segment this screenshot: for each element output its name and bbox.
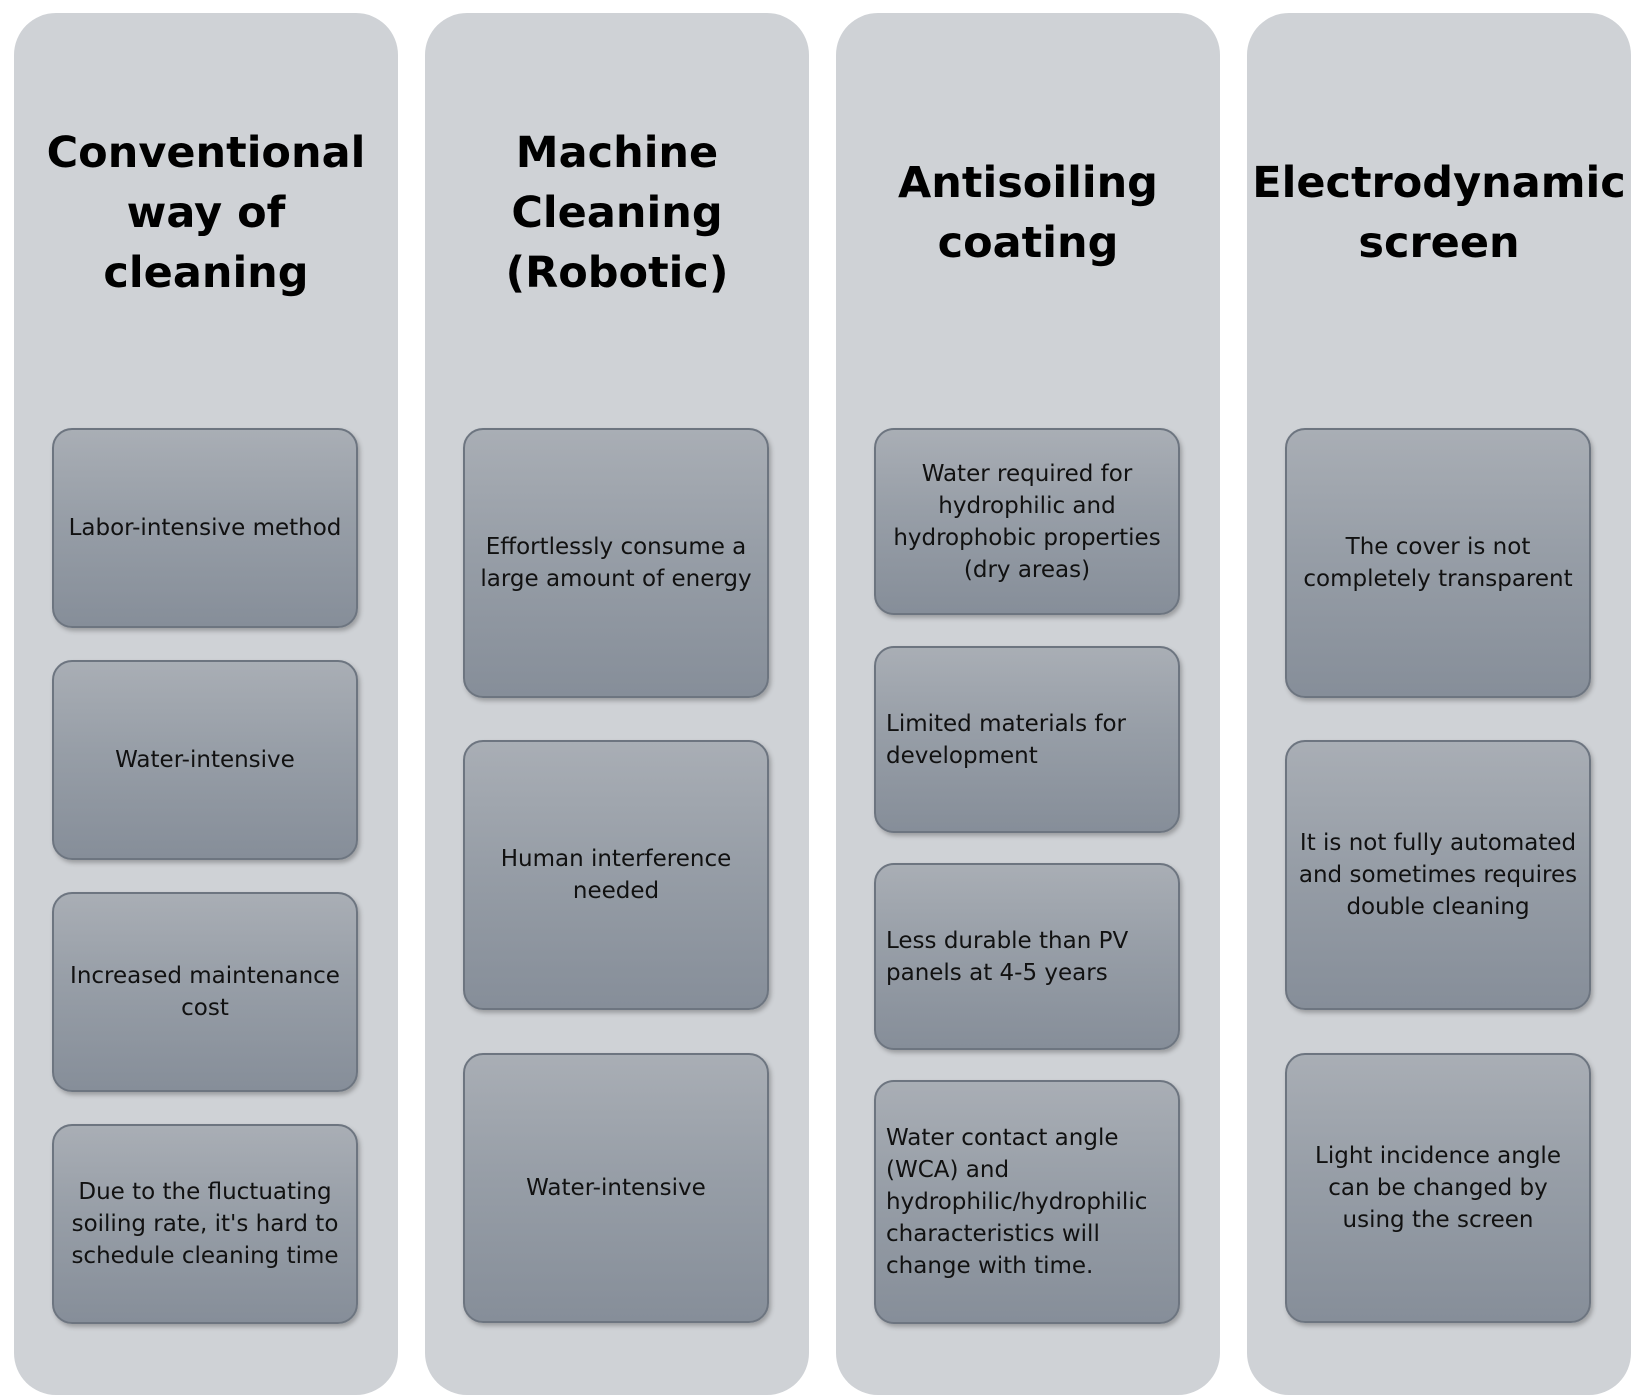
limitation-text: Effortlessly consume a large amount of e… bbox=[480, 534, 752, 592]
limitation-box: Water-intensive bbox=[463, 1053, 769, 1323]
limitation-text: Water required for hydrophilic and hydro… bbox=[893, 460, 1161, 583]
column-title: Machine Cleaning (Robotic) bbox=[505, 128, 729, 298]
limitation-box: The cover is not completely transparent bbox=[1285, 428, 1591, 698]
column-antisoiling-coating: Antisoiling coating Water required for h… bbox=[836, 13, 1220, 1395]
limitation-box: Effortlessly consume a large amount of e… bbox=[463, 428, 769, 698]
limitation-text: Labor-intensive method bbox=[68, 515, 342, 541]
limitation-box: Water-intensive bbox=[52, 660, 358, 860]
limitation-box: Due to the fluctuating soiling rate, it'… bbox=[52, 1124, 358, 1324]
limitation-box: Less durable than PV panels at 4-5 years bbox=[874, 863, 1180, 1050]
limitation-box: It is not fully automated and sometimes … bbox=[1285, 740, 1591, 1010]
limitation-text: Human interference needed bbox=[500, 846, 732, 904]
limitation-box: Light incidence angle can be changed by … bbox=[1285, 1053, 1591, 1323]
column-conventional-cleaning: Conventional way of cleaning Labor-inten… bbox=[14, 13, 398, 1395]
limitation-box: Limited materials for development bbox=[874, 646, 1180, 833]
column-electrodynamic-screen: Electrodynamic screen The cover is not c… bbox=[1247, 13, 1631, 1395]
limitation-text: Water-intensive bbox=[526, 1175, 706, 1201]
limitation-text: The cover is not completely transparent bbox=[1303, 534, 1573, 592]
limitation-box: Labor-intensive method bbox=[52, 428, 358, 628]
limitation-text: Due to the fluctuating soiling rate, it'… bbox=[71, 1179, 339, 1269]
limitation-text: Water contact angle (WCA) and hydrophili… bbox=[886, 1125, 1148, 1279]
limitation-box: Human interference needed bbox=[463, 740, 769, 1010]
column-title: Antisoiling coating bbox=[898, 158, 1158, 268]
limitation-text: It is not fully automated and sometimes … bbox=[1298, 830, 1578, 920]
limitation-box: Increased maintenance cost bbox=[52, 892, 358, 1092]
column-title: Conventional way of cleaning bbox=[46, 128, 366, 298]
limitation-box: Water required for hydrophilic and hydro… bbox=[874, 428, 1180, 615]
limitation-text: Increased maintenance cost bbox=[70, 963, 340, 1021]
column-title: Electrodynamic screen bbox=[1252, 158, 1626, 268]
limitation-text: Limited materials for development bbox=[886, 710, 1126, 769]
column-machine-cleaning: Machine Cleaning (Robotic) Effortlessly … bbox=[425, 13, 809, 1395]
limitation-text: Water-intensive bbox=[115, 747, 295, 773]
limitation-text: Less durable than PV panels at 4-5 years bbox=[886, 927, 1129, 986]
limitation-text: Light incidence angle can be changed by … bbox=[1315, 1143, 1561, 1233]
limitation-box: Water contact angle (WCA) and hydrophili… bbox=[874, 1080, 1180, 1324]
